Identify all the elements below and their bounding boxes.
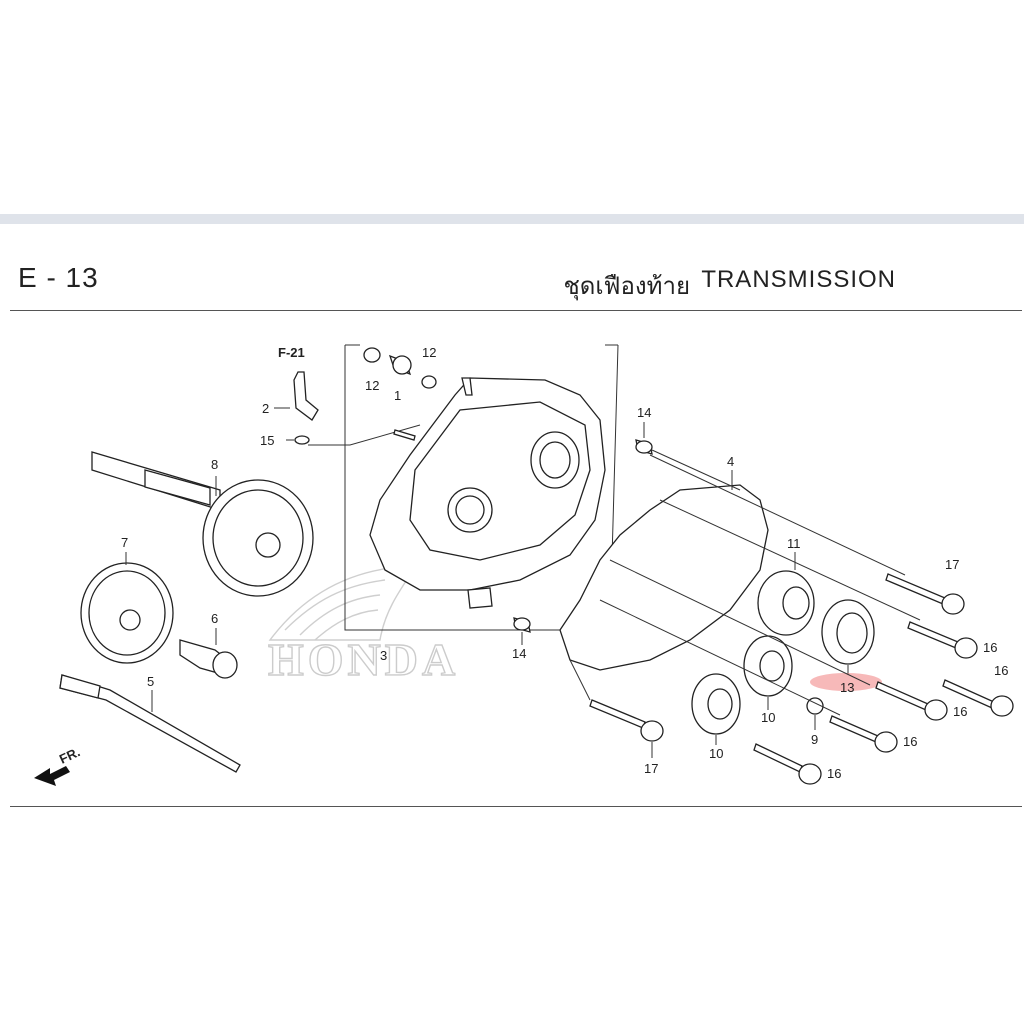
- callout-15: 15: [260, 433, 274, 448]
- clip: [294, 435, 310, 445]
- callout-16-b: 16: [994, 663, 1008, 678]
- bearing-11: [757, 552, 815, 636]
- callout-16-a: 16: [983, 640, 997, 655]
- pinion-6: [179, 628, 238, 679]
- bolt-17-bottom: [589, 699, 664, 758]
- gasket: [559, 484, 769, 671]
- oil-seal-13: [810, 599, 882, 691]
- rear-case: [369, 377, 606, 609]
- bolt-16-e: [753, 743, 822, 785]
- gear-7: [80, 562, 174, 664]
- breather-hose: [293, 371, 319, 421]
- callout-10-lower: 10: [709, 746, 723, 761]
- callout-2: 2: [262, 401, 269, 416]
- callout-16-e: 16: [827, 766, 841, 781]
- honda-watermark: HONDA: [267, 558, 459, 686]
- header-rule: [10, 310, 1022, 311]
- callout-16-c: 16: [953, 704, 967, 719]
- callout-17-bottom: 17: [644, 761, 658, 776]
- watermark-text: HONDA: [268, 634, 459, 685]
- callout-4: 4: [727, 454, 734, 469]
- washer-9: [806, 697, 824, 715]
- front-direction-arrow: FR.: [34, 744, 82, 786]
- callout-14-bottom: 14: [512, 646, 526, 661]
- callout-12-left: 12: [365, 378, 379, 393]
- bearing-10-lower: [691, 673, 741, 745]
- bolt-16-a: [907, 621, 978, 659]
- callout-16-d: 16: [903, 734, 917, 749]
- callout-6: 6: [211, 611, 218, 626]
- callout-7: 7: [121, 535, 128, 550]
- callout-3: 3: [380, 648, 387, 663]
- bolt-16-b: [942, 679, 1014, 717]
- ref-f21: F-21: [278, 345, 305, 360]
- seal-highlight: [810, 673, 882, 691]
- callout-12-right: 12: [422, 345, 436, 360]
- callout-1: 1: [394, 388, 401, 403]
- callout-9: 9: [811, 732, 818, 747]
- footer-rule: [10, 806, 1022, 807]
- page-header: E - 13 ชุดเฟืองท้าย TRANSMISSION: [0, 246, 1024, 310]
- title-thai: ชุดเฟืองท้าย: [563, 272, 690, 300]
- top-band: [0, 214, 1024, 224]
- bolt-16-d: [829, 715, 898, 753]
- page-code: E - 13: [18, 262, 99, 293]
- title-english: TRANSMISSION: [701, 266, 896, 293]
- bolt-17-top: [885, 573, 965, 615]
- o-ring-right: [421, 375, 437, 389]
- callout-14-top: 14: [637, 405, 651, 420]
- shaft-5: [59, 674, 241, 773]
- gear-shaft-8: [91, 451, 314, 597]
- fr-label: FR.: [57, 744, 82, 766]
- callout-17-top: 17: [945, 557, 959, 572]
- callout-5: 5: [147, 674, 154, 689]
- callout-11: 11: [787, 536, 801, 551]
- bearing-10-upper: [743, 635, 793, 710]
- bolt-16-c: [875, 681, 948, 721]
- o-ring-left: [363, 347, 381, 363]
- kit-bracket: [344, 344, 619, 631]
- callout-8: 8: [211, 457, 218, 472]
- callout-13: 13: [840, 680, 854, 695]
- callout-10-upper: 10: [761, 710, 775, 725]
